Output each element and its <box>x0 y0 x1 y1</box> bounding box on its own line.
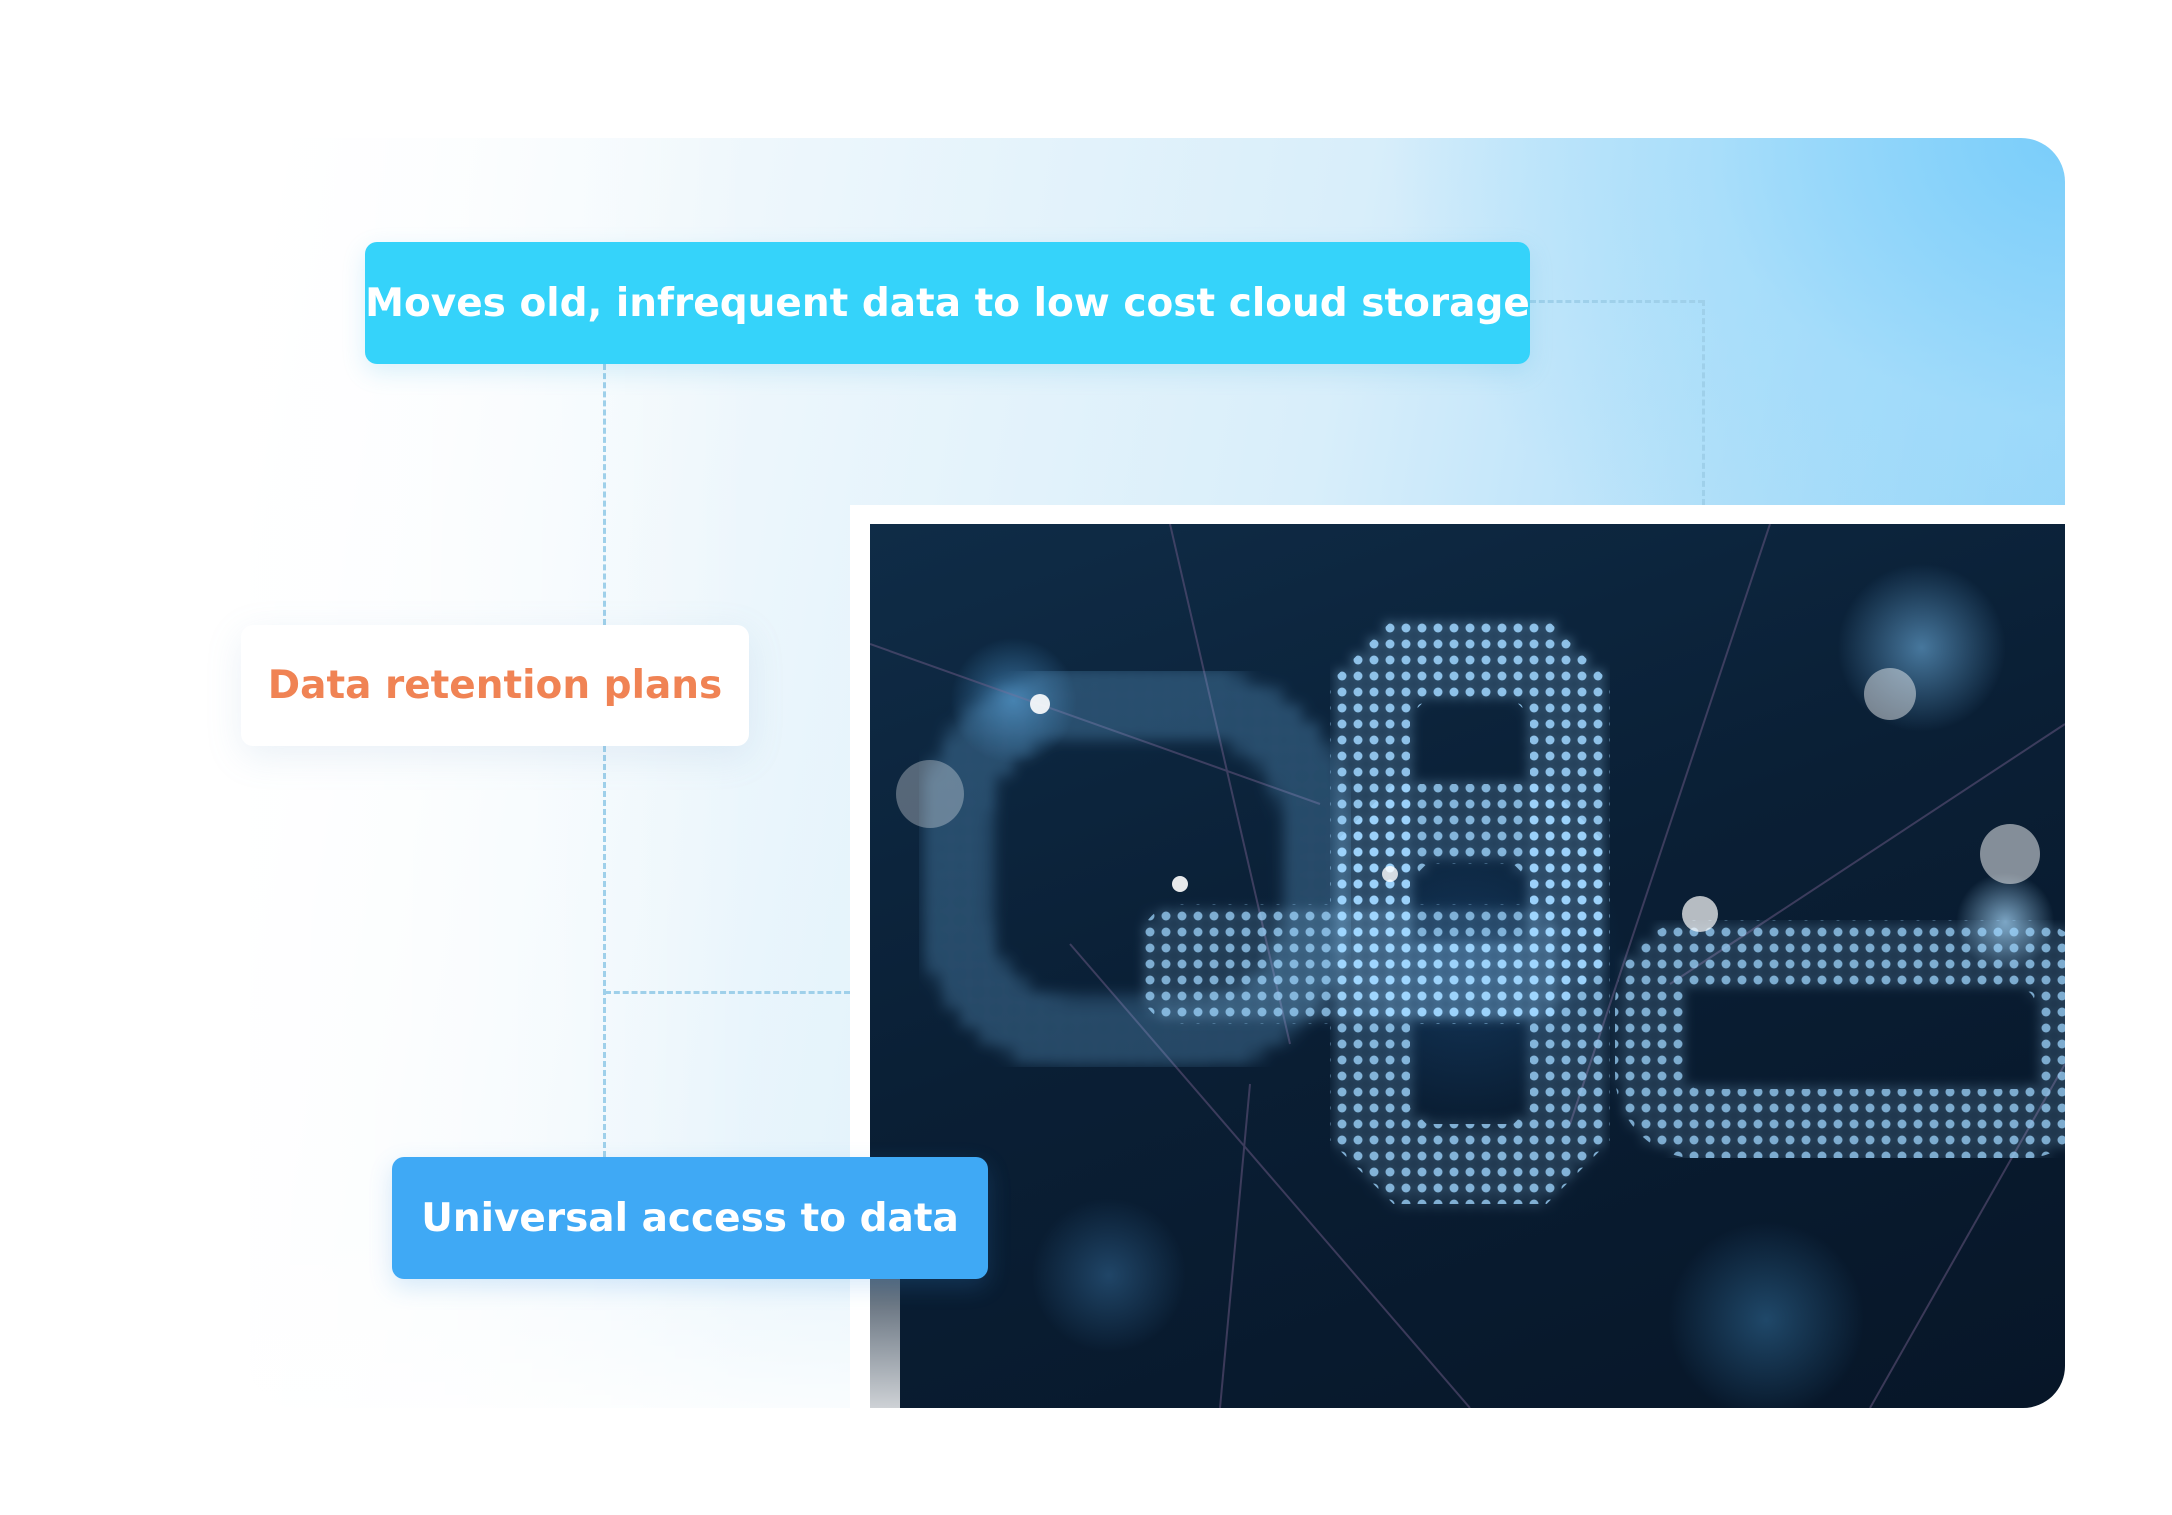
connector-storage-to-retention <box>603 364 606 625</box>
label-data-retention: Data retention plans <box>241 625 749 746</box>
chain-links-image <box>870 524 2065 1408</box>
chain-illustration <box>870 524 2065 1408</box>
label-cloud-storage: Moves old, infrequent data to low cost c… <box>365 242 1530 364</box>
connector-storage-down <box>1702 300 1705 505</box>
connector-storage-right <box>1530 300 1704 303</box>
label-universal-access: Universal access to data <box>392 1157 988 1279</box>
connector-to-image <box>605 991 850 994</box>
connector-retention-to-access <box>603 746 606 1157</box>
